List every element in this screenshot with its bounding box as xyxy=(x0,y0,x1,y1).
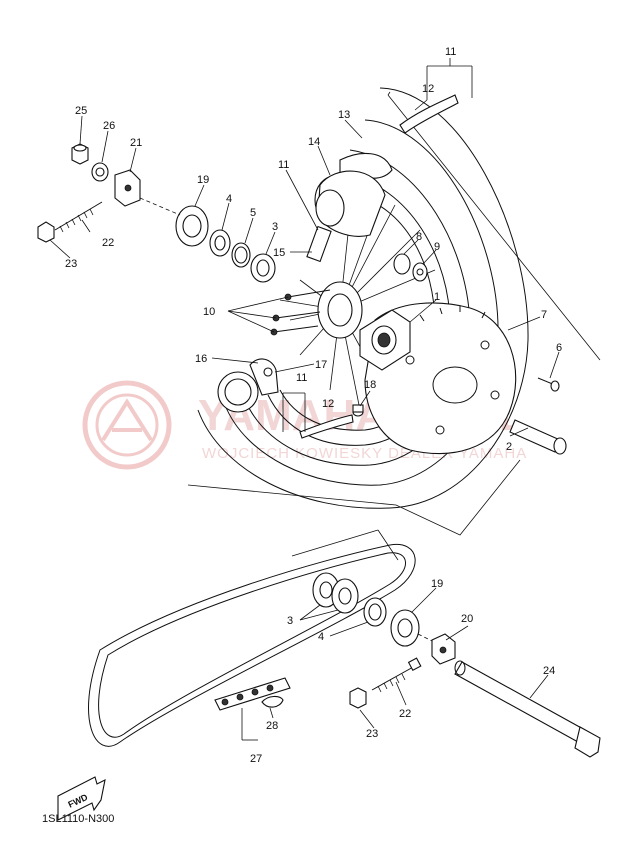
bearing-assembly-lower xyxy=(312,572,456,665)
callout-19-top: 19 xyxy=(197,174,209,186)
diagram-code: 1SL1110-N300 xyxy=(42,813,114,825)
upper-left-fasteners xyxy=(37,143,181,243)
callout-10: 10 xyxy=(203,306,215,318)
bearing-right xyxy=(393,253,428,282)
callout-4-top: 4 xyxy=(226,193,232,205)
callouts: 11 12 13 14 11 15 25 26 21 19 4 5 3 22 2… xyxy=(65,46,562,765)
callout-22-low: 22 xyxy=(399,708,411,720)
rim-band-lower xyxy=(299,414,354,439)
spacer-part-15 xyxy=(306,225,332,263)
callout-22-top: 22 xyxy=(102,237,114,249)
hub-cover-part xyxy=(314,170,386,237)
callout-21: 21 xyxy=(130,137,142,149)
drive-chain xyxy=(88,544,416,747)
callout-25: 25 xyxy=(75,105,87,117)
leader-lines xyxy=(49,58,560,741)
nut-23 xyxy=(37,221,55,243)
callout-11-top: 11 xyxy=(445,46,456,58)
callout-6: 7 xyxy=(541,309,547,321)
callout-19-low: 19 xyxy=(431,578,443,590)
chain-joint xyxy=(214,677,291,711)
callout-3-top: 3 xyxy=(272,221,278,233)
lower-fasteners xyxy=(349,657,422,709)
wheel-section-frame xyxy=(187,91,601,536)
fwd-arrow-icon: FWD xyxy=(57,776,106,821)
rim-lock-part xyxy=(217,358,279,413)
callout-20: 20 xyxy=(461,613,473,625)
callout-17: 17 xyxy=(315,359,327,371)
callout-15: 15 xyxy=(273,247,285,259)
callout-14: 14 xyxy=(308,136,320,148)
callout-1: 1 xyxy=(434,291,440,303)
bolt-7 xyxy=(537,377,560,392)
callout-12-low: 12 xyxy=(322,398,334,410)
rear-axle-24 xyxy=(454,660,601,758)
collar-2 xyxy=(509,419,567,455)
callout-27: 27 xyxy=(250,753,262,765)
callout-7: 6 xyxy=(556,342,562,354)
callout-12-top: 12 xyxy=(422,83,434,95)
callout-13: 13 xyxy=(338,109,350,121)
callout-2: 2 xyxy=(506,441,512,453)
callout-16: 16 xyxy=(195,353,207,365)
nut-18 xyxy=(352,404,364,417)
callout-5: 5 xyxy=(250,207,256,219)
callout-11-low: 11 xyxy=(296,372,307,384)
bearing-assembly-left xyxy=(175,205,276,283)
callout-8: 8 xyxy=(416,231,422,243)
watermark-subtitle: WOJCIECH KOWIESKY DEALER YAMAHA xyxy=(202,445,527,462)
callout-24: 24 xyxy=(543,665,555,677)
callout-28: 28 xyxy=(266,720,278,732)
rim-band xyxy=(399,94,459,134)
hub-flange xyxy=(359,309,411,371)
callout-18: 18 xyxy=(364,379,376,391)
callout-3-low: 3 xyxy=(287,615,293,627)
callout-11-mid: 11 xyxy=(278,159,289,171)
callout-23-top: 23 xyxy=(65,258,77,270)
callout-4-low: 4 xyxy=(318,631,324,643)
callout-23-low: 23 xyxy=(366,728,378,740)
callout-26: 26 xyxy=(103,120,115,132)
watermark-logo-icon xyxy=(82,380,172,470)
wheel-hub xyxy=(317,281,363,339)
callout-9: 9 xyxy=(434,241,440,253)
